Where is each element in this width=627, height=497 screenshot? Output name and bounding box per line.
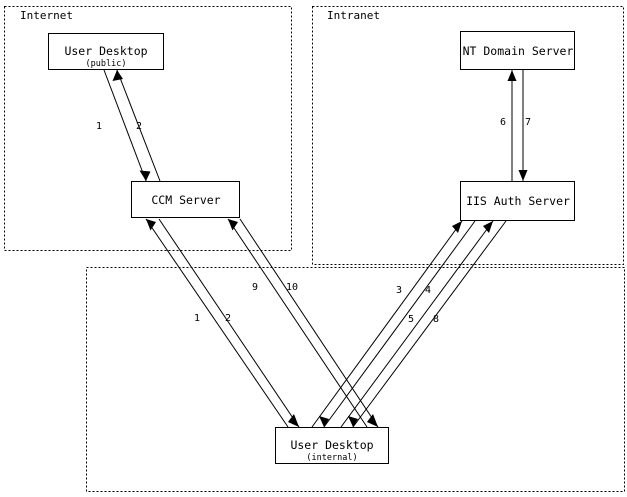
flow-label-8: 8 xyxy=(433,314,439,325)
flow-line-3 xyxy=(311,220,463,428)
node-user-desktop-internal-sublabel: (internal) xyxy=(306,453,357,463)
flow-label-9: 9 xyxy=(252,282,258,293)
node-user-desktop-internal[interactable]: User Desktop (internal) xyxy=(274,426,390,465)
flow-label-1b: 1 xyxy=(194,313,200,324)
node-user-desktop-public-box[interactable] xyxy=(47,32,165,71)
flow-arrow-9 xyxy=(228,219,238,231)
flow-label-6: 6 xyxy=(500,117,506,128)
flow-label-7: 7 xyxy=(525,117,531,128)
flow-label-3: 3 xyxy=(396,285,402,296)
node-user-desktop-public-sublabel: (public) xyxy=(86,59,127,69)
flow-line-4 xyxy=(323,220,476,428)
flow-line-1b xyxy=(145,218,289,428)
flow-pair-internal-ccm-right: 9 10 xyxy=(227,218,379,428)
flow-line-9 xyxy=(227,218,368,428)
flow-line-8 xyxy=(352,220,507,428)
zone-internet-border xyxy=(4,6,292,251)
node-nt-domain-server[interactable]: NT Domain Server xyxy=(459,30,576,71)
node-user-desktop-internal-box[interactable] xyxy=(274,426,390,465)
flow-label-10: 10 xyxy=(286,282,298,293)
node-ccm-server-label: CCM Server xyxy=(151,193,220,207)
zone-internet: Internet xyxy=(4,6,292,251)
flow-arrow-2 xyxy=(112,70,123,81)
node-nt-domain-server-box[interactable] xyxy=(459,30,576,71)
flow-label-5: 5 xyxy=(408,314,414,325)
flow-pair-internal-iis-outer: 3 4 xyxy=(311,220,476,428)
flow-label-4: 4 xyxy=(425,285,431,296)
flow-arrow-5 xyxy=(483,221,493,233)
flow-line-10 xyxy=(239,218,379,428)
zone-internal-network xyxy=(86,267,625,492)
flow-arrow-1 xyxy=(139,170,151,181)
flow-pair-public-ccm: 1 2 xyxy=(96,69,161,182)
node-iis-auth-server-label: IIS Auth Server xyxy=(466,194,570,208)
flow-arrow-6 xyxy=(507,70,517,81)
node-ccm-server[interactable]: CCM Server xyxy=(130,180,241,219)
flow-line-5 xyxy=(340,220,494,428)
flow-arrow-4 xyxy=(319,416,329,427)
flow-pair-internal-iis-inner: 5 8 xyxy=(340,220,507,428)
flow-label-2b: 2 xyxy=(225,313,231,324)
flow-arrow-1b xyxy=(146,219,156,231)
flow-line-2b xyxy=(158,218,300,428)
node-ccm-server-box[interactable] xyxy=(130,180,241,219)
flow-pair-iis-nt: 6 7 xyxy=(500,70,531,181)
flow-arrow-10 xyxy=(367,414,378,427)
flow-line-1 xyxy=(103,69,147,182)
flow-arrow-3 xyxy=(452,221,462,233)
node-nt-domain-server-label: NT Domain Server xyxy=(463,44,574,58)
zone-intranet: Intranet xyxy=(312,6,624,265)
flow-line-2 xyxy=(116,69,161,182)
node-user-desktop-public-label: User Desktop xyxy=(64,44,147,58)
flow-pair-internal-ccm-left: 1 2 xyxy=(145,218,300,428)
flow-arrow-8 xyxy=(348,416,358,427)
zone-intranet-border xyxy=(312,6,624,265)
node-iis-auth-server[interactable]: IIS Auth Server xyxy=(459,180,576,222)
node-iis-auth-server-box[interactable] xyxy=(459,180,576,222)
zone-internal-border xyxy=(86,267,625,492)
node-user-desktop-public[interactable]: User Desktop (public) xyxy=(47,32,165,71)
flow-label-2: 2 xyxy=(136,121,142,132)
flow-arrow-2b xyxy=(288,414,299,427)
flow-arrow-7 xyxy=(518,170,528,181)
node-user-desktop-internal-label: User Desktop xyxy=(290,438,373,452)
zone-intranet-label: Intranet xyxy=(327,9,380,22)
zone-internet-label: Internet xyxy=(20,9,73,22)
flow-label-1: 1 xyxy=(96,121,102,132)
